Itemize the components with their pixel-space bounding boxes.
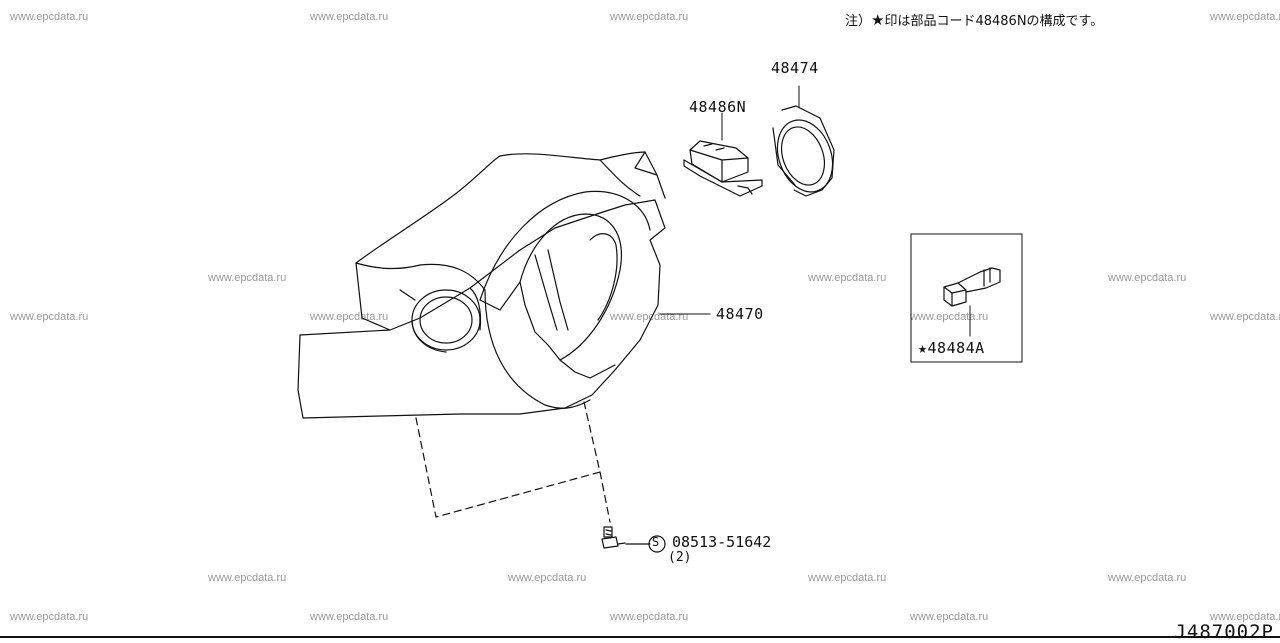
watermark: www.epcdata.ru	[10, 11, 89, 23]
star-icon: ★	[871, 11, 885, 29]
watermark: www.epcdata.ru	[310, 611, 389, 623]
callout-48486n[interactable]: 48486N	[689, 98, 747, 116]
star-icon: ★	[918, 339, 928, 357]
immobilizer-drawing	[683, 112, 763, 197]
watermark: www.epcdata.ru	[1210, 311, 1280, 323]
watermark: www.epcdata.ru	[208, 272, 287, 284]
callout-48474[interactable]: 48474	[771, 59, 819, 77]
watermark: www.epcdata.ru	[910, 611, 989, 623]
watermark: www.epcdata.ru	[910, 311, 989, 323]
watermark: www.epcdata.ru	[1108, 572, 1187, 584]
watermark: www.epcdata.ru	[610, 611, 689, 623]
watermark: www.epcdata.ru	[610, 11, 689, 23]
watermark: www.epcdata.ru	[10, 311, 89, 323]
watermark: www.epcdata.ru	[1210, 11, 1280, 23]
callout-48484a-text: 48484A	[927, 339, 985, 357]
note-text: 印は部品コード48486Nの構成です。	[884, 14, 1104, 29]
watermark: www.epcdata.ru	[1210, 611, 1280, 623]
screw-symbol: S	[652, 535, 660, 549]
screw-drawing	[601, 526, 666, 553]
callout-screw[interactable]: 08513-51642	[672, 533, 772, 551]
watermark: www.epcdata.ru	[10, 611, 89, 623]
legend-note: 注）★印は部品コード48486Nの構成です。	[845, 10, 1103, 29]
watermark: www.epcdata.ru	[310, 11, 389, 23]
callout-48470[interactable]: 48470	[716, 305, 764, 323]
key-ring-drawing	[772, 85, 835, 197]
drawing-code: J487002P	[1174, 621, 1274, 643]
watermark: www.epcdata.ru	[508, 572, 587, 584]
watermark: www.epcdata.ru	[208, 572, 287, 584]
column-cover-drawing	[297, 151, 666, 523]
watermark: www.epcdata.ru	[1108, 272, 1187, 284]
watermark: www.epcdata.ru	[808, 272, 887, 284]
callout-48484a[interactable]: ★48484A	[918, 339, 985, 357]
watermark: www.epcdata.ru	[808, 572, 887, 584]
inset-box	[910, 233, 1023, 363]
note-prefix: 注）	[845, 14, 872, 29]
screw-quantity: (2)	[668, 550, 692, 565]
watermark: www.epcdata.ru	[310, 311, 389, 323]
